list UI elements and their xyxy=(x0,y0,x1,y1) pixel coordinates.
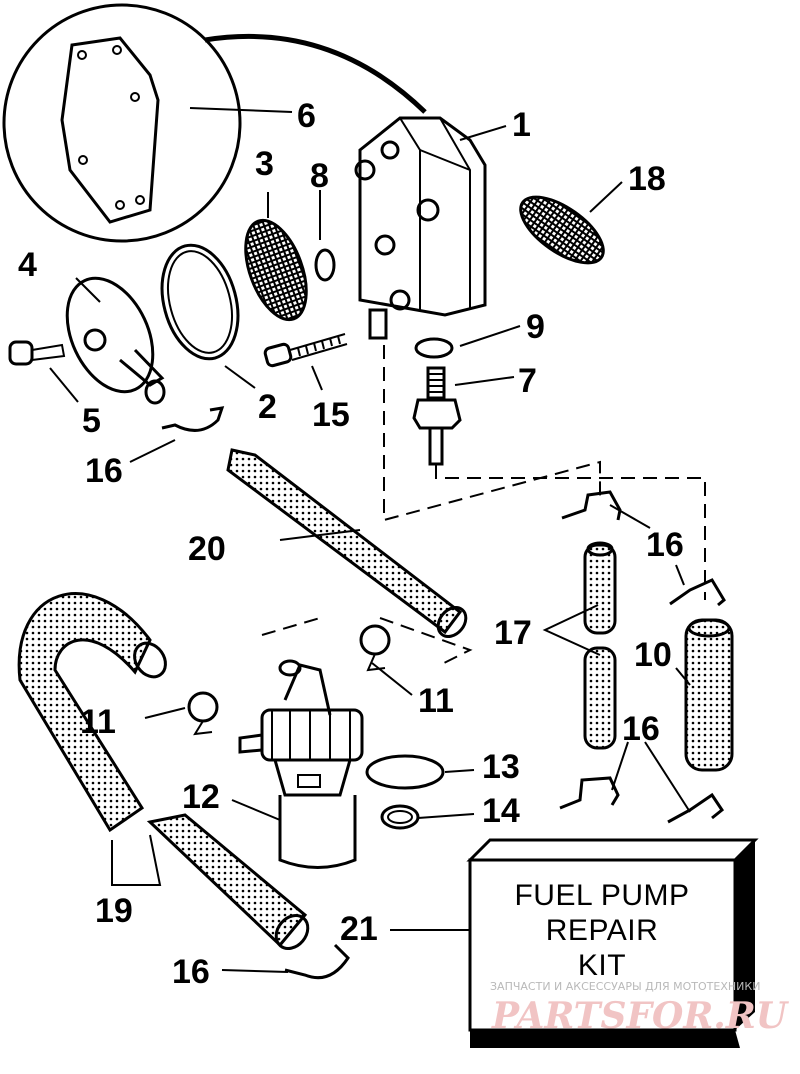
seal-13 xyxy=(365,754,445,790)
callout-11-b: 11 xyxy=(80,703,116,741)
callout-14: 14 xyxy=(482,792,520,830)
o-ring-2 xyxy=(160,243,240,361)
callout-11-a: 11 xyxy=(418,682,454,720)
callout-10: 10 xyxy=(634,636,672,674)
callout-2: 2 xyxy=(258,388,277,426)
hoses-17 xyxy=(583,541,617,750)
pump-gasket-18 xyxy=(519,195,605,265)
fuel-filter-12 xyxy=(238,659,364,869)
fuel-pump-body xyxy=(354,116,487,340)
clamp-11-a xyxy=(359,624,391,672)
callout-19: 19 xyxy=(95,892,133,930)
fitting-7 xyxy=(412,366,462,466)
pump-cover-4 xyxy=(65,276,166,405)
callout-8: 8 xyxy=(310,157,329,195)
clip-16-d xyxy=(559,776,620,810)
leader-lines xyxy=(49,107,691,973)
bolt-15 xyxy=(263,333,348,368)
kit-label-line3: KIT xyxy=(578,949,626,982)
callout-15: 15 xyxy=(312,396,350,434)
callout-1: 1 xyxy=(512,106,531,144)
callout-5: 5 xyxy=(82,402,101,440)
watermark: ЗАПЧАСТИ И АКСЕССУАРЫ ДЛЯ МОТОТЕХНИКИ PA… xyxy=(490,980,790,1037)
hose-20 xyxy=(226,448,468,638)
clip-16-f xyxy=(284,943,350,980)
clamp-11-b xyxy=(187,691,219,736)
callout-18: 18 xyxy=(628,160,666,198)
callout-6: 6 xyxy=(297,97,316,135)
callout-7: 7 xyxy=(518,362,537,400)
clip-16-e xyxy=(667,792,725,824)
o-ring-9 xyxy=(414,337,454,359)
kit-label-line1: FUEL PUMP xyxy=(514,879,689,912)
watermark-brand: PARTSFOR.RU xyxy=(491,995,790,1037)
callout-numbers: 1 2 3 4 5 6 7 8 9 10 11 11 12 13 14 15 1… xyxy=(18,97,684,991)
callout-12: 12 xyxy=(182,778,220,816)
routing-line-a xyxy=(383,345,601,522)
callout-16-a: 16 xyxy=(85,452,123,490)
callout-3: 3 xyxy=(255,145,274,183)
watermark-tagline: ЗАПЧАСТИ И АКСЕССУАРЫ ДЛЯ МОТОТЕХНИКИ xyxy=(490,980,760,993)
routing-line-b xyxy=(435,465,706,600)
callout-21: 21 xyxy=(340,910,378,948)
callout-16-b: 16 xyxy=(646,526,684,564)
o-ring-8 xyxy=(314,248,336,282)
filter-screen-3 xyxy=(244,218,308,322)
hose-19 xyxy=(17,592,310,950)
routing-line-c xyxy=(261,617,473,666)
callout-9: 9 xyxy=(526,308,545,346)
screw-5 xyxy=(8,340,66,366)
filter-10 xyxy=(684,618,734,772)
callout-13: 13 xyxy=(482,748,520,786)
repair-kit-21: FUEL PUMP REPAIR KIT xyxy=(466,838,759,1048)
callout-4: 4 xyxy=(18,246,37,284)
kit-label-line2: REPAIR xyxy=(546,914,658,947)
clip-16-c xyxy=(669,578,726,607)
clip-16-a xyxy=(161,406,225,432)
callout-20: 20 xyxy=(188,530,226,568)
gasket-detail-circle xyxy=(2,3,427,243)
callout-17: 17 xyxy=(494,614,532,652)
callout-16-c: 16 xyxy=(622,710,660,748)
callout-16-d: 16 xyxy=(172,953,210,991)
